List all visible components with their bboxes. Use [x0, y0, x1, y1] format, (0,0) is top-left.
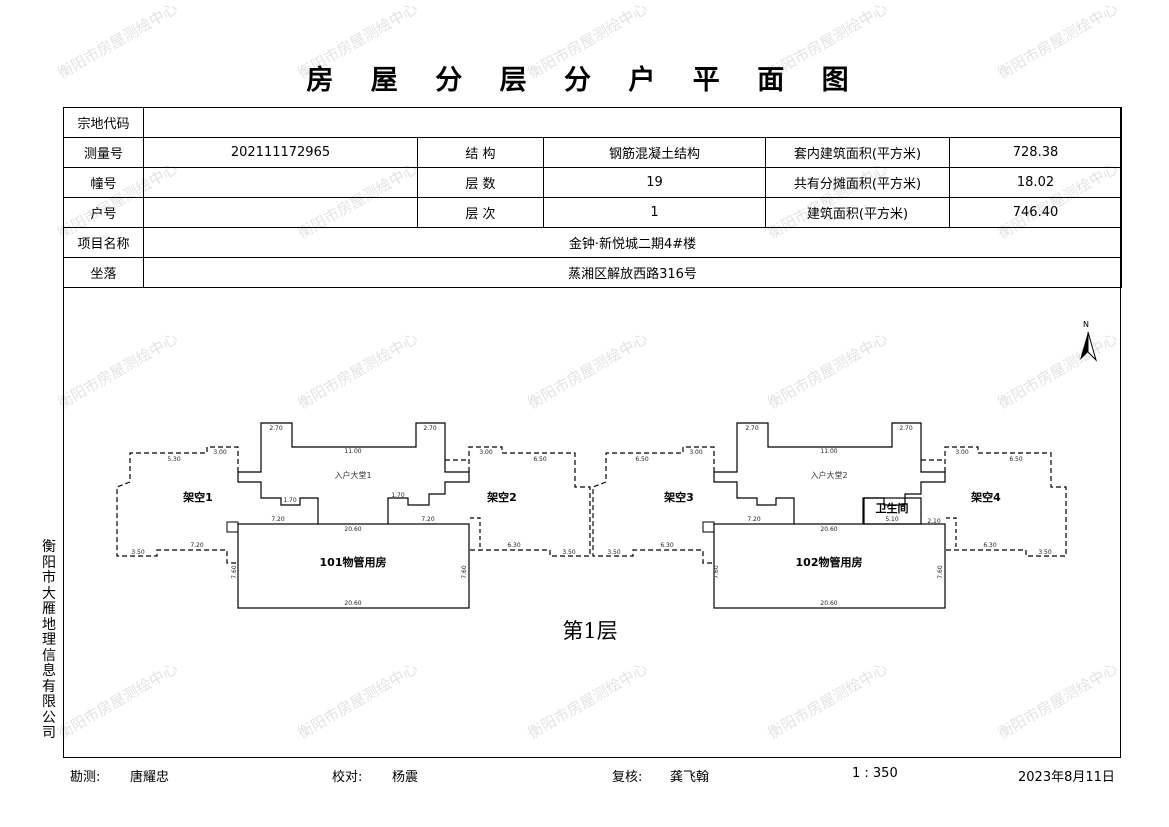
dim-label: 6.50	[1009, 456, 1023, 463]
date: 2023年8月11日	[1018, 770, 1115, 785]
wc-outline	[862, 497, 922, 525]
total-area: 746.40	[949, 197, 1122, 228]
checker-label: 校对:	[332, 770, 363, 785]
dim-label: 7.20	[421, 516, 435, 523]
company-name: 衡阳市大雁地理信息有限公司	[42, 539, 56, 741]
room-k1: 架空1	[182, 490, 213, 504]
dim-label: 7.60	[713, 565, 720, 579]
reviewer-label: 复核:	[612, 770, 643, 785]
room-102: 102物管用房	[796, 555, 863, 569]
project-label: 项目名称	[63, 227, 144, 258]
dim-label: 1.70	[283, 497, 297, 504]
dim-label: 2.70	[745, 425, 759, 432]
total-area-label: 建筑面积(平方米)	[765, 197, 950, 228]
dim-label: 6.50	[533, 456, 547, 463]
room-wc: 卫生间	[876, 501, 909, 515]
dim-label: 1.70	[391, 492, 405, 499]
dim-label: 2.70	[899, 425, 913, 432]
north-arrow-icon: N	[1080, 320, 1098, 362]
dim-label: 3.00	[213, 449, 227, 456]
floor-caption: 第1层	[562, 619, 617, 643]
dim-label: 11.00	[820, 448, 837, 455]
dim-label: 5.10	[885, 516, 899, 523]
dim-label: 20.60	[344, 526, 361, 533]
parcel-code-label: 宗地代码	[63, 107, 144, 138]
dim-label: 3.50	[562, 549, 576, 556]
surveyor: 唐耀忠	[130, 770, 170, 785]
drawing-frame	[63, 107, 1121, 758]
dim-label: 7.20	[190, 542, 204, 549]
building-no-label: 幢号	[63, 167, 144, 198]
dim-label: 7.60	[937, 565, 944, 579]
dim-label: 11.00	[344, 448, 361, 455]
dim-label: 20.60	[344, 600, 361, 607]
dim-label: 20.60	[820, 600, 837, 607]
room-k2: 架空2	[486, 490, 517, 504]
dim-label: 7.20	[271, 516, 285, 523]
shared-area: 18.02	[949, 167, 1122, 198]
dim-label: 3.50	[607, 549, 621, 556]
dim-label: 3.00	[479, 449, 493, 456]
floor: 1	[543, 197, 766, 228]
dim-label: 7.60	[231, 565, 238, 579]
dim-label: 3.50	[1038, 549, 1052, 556]
page-title: 房 屋 分 层 分 户 平 面 图	[306, 65, 863, 96]
dim-label: 3.50	[131, 549, 145, 556]
dim-label: 6.30	[983, 542, 997, 549]
structure: 钢筋混凝土结构	[543, 137, 766, 168]
room-101: 101物管用房	[320, 555, 387, 569]
surveyor-label: 勘测:	[70, 770, 101, 785]
room-lobby2: 入户大堂2	[810, 470, 847, 480]
north-label: N	[1083, 320, 1089, 329]
dim-label: 6.30	[507, 542, 521, 549]
dim-label: 3.00	[955, 449, 969, 456]
scale: 1 : 350	[852, 766, 898, 781]
dim-label: 6.50	[635, 456, 649, 463]
dim-label: 20.60	[820, 526, 837, 533]
dim-label: 7.60	[461, 565, 468, 579]
dim-label: 3.00	[689, 449, 703, 456]
floors: 19	[543, 167, 766, 198]
location: 蒸湘区解放西路316号	[143, 257, 1122, 288]
dim-label: 2.70	[269, 425, 283, 432]
room-k4: 架空4	[970, 490, 1001, 504]
room-lobby1: 入户大堂1	[334, 470, 371, 480]
checker: 杨震	[392, 770, 419, 785]
dim-label: 7.20	[747, 516, 761, 523]
dim-label: 6.30	[660, 542, 674, 549]
inner-area: 728.38	[949, 137, 1122, 168]
reviewer: 龚飞翰	[670, 770, 710, 785]
dim-label: 5.30	[167, 456, 181, 463]
dim-label: 2.10	[927, 518, 941, 525]
room-k3: 架空3	[663, 490, 694, 504]
dim-label: 2.70	[423, 425, 437, 432]
